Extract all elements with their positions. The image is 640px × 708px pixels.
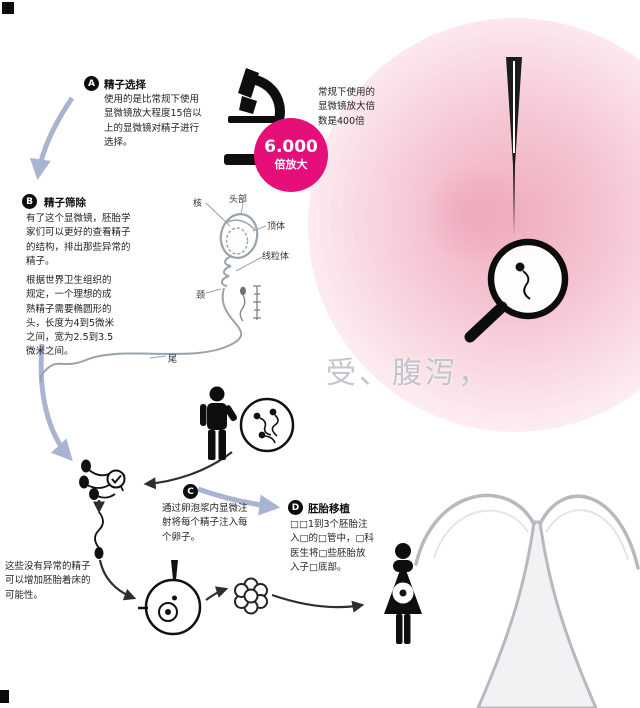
corner-mark-bottom: [0, 690, 9, 703]
arrow-sperm-to-egg: [98, 559, 137, 601]
step-a-letter: A: [88, 78, 95, 89]
sperm-label-mitochondria: 线粒体: [262, 252, 290, 262]
step-a-body: 使用的是比常规下使用显微镜放大程度15倍以上的显微镜对精子进行选择。: [104, 94, 202, 148]
microscope-note: 常规下使用的显微镜放大倍数是400倍: [318, 87, 376, 127]
midpiece-coil: [221, 255, 233, 287]
badge-unit: 倍放大: [274, 158, 308, 172]
sperm-label-neck: 颈: [196, 291, 206, 301]
step-d-title: 胚胎移植: [308, 503, 350, 515]
step-b-body2: 根据世界卫生组织的规定，一个理想的成熟精子需要椭圆形的头，长度为4到5微米之间，…: [26, 275, 115, 358]
label-leader-lines: [149, 202, 267, 359]
badge-value: 6.000: [264, 136, 318, 157]
arrow-egg-to-morula: [205, 586, 229, 601]
sperm-cluster-icon: [79, 459, 126, 500]
step-c-letter: C: [187, 486, 194, 497]
arrow-b-to-cluster: [38, 343, 73, 462]
single-sperm-icon: [94, 511, 104, 559]
male-figure-icon: [200, 386, 238, 460]
side-note: 这些没有异常的精子可以增加胚胎着床的可能性。: [5, 561, 91, 601]
embryo-in-womb-icon: [392, 582, 414, 604]
nucleus-outline: [225, 227, 249, 255]
sperm-in-dish-icon: [253, 408, 279, 444]
step-a-title: 精子选择: [104, 79, 146, 91]
scale-ruler: [253, 285, 261, 320]
step-b-marker: B: [22, 194, 37, 209]
sperm-label-tail: 尾: [168, 355, 178, 365]
step-d-body: □□1到3个胚胎注入□的□管中，□科医生将□些胚胎放入子□底部。: [290, 519, 374, 573]
morula-icon: [234, 577, 268, 615]
egg-injection-icon: [138, 560, 202, 636]
sperm-label-nucleus: 核: [193, 199, 203, 209]
egg-cell-inner-spot: [418, 166, 530, 262]
sperm-label-head: 头部: [229, 195, 248, 205]
acrosome-line: [223, 219, 256, 231]
step-d-marker: D: [288, 500, 303, 515]
step-b-body1: 有了这个显微镜，胚胎学家们可以更好的查看精子的结构，排出那些异常的精子。: [26, 213, 131, 267]
step-c-body: 通过卵泡浆内显微注射将每个精子注入每个卵子。: [162, 503, 248, 543]
step-a-marker: A: [84, 76, 99, 91]
step-d-letter: D: [291, 502, 300, 513]
arrow-dish-to-cluster: [143, 451, 233, 490]
sperm-label-acrosome: 顶体: [267, 222, 286, 232]
step-c-marker: C: [183, 484, 198, 499]
arrow-morula-to-woman: [271, 593, 365, 613]
arrow-a-to-b: [29, 96, 75, 181]
step-b-letter: B: [26, 196, 33, 207]
watermark-text: 受、腹泻，: [326, 356, 491, 391]
petri-dish-icon: [239, 397, 295, 453]
scale-sperm-icon: [239, 286, 246, 322]
check-icon: [106, 469, 126, 489]
magnification-badge: 6.000 倍放大: [254, 118, 328, 192]
corner-mark-top: [2, 2, 14, 14]
step-b-title: 精子筛除: [44, 197, 86, 209]
uterus-illustration: [414, 493, 640, 708]
